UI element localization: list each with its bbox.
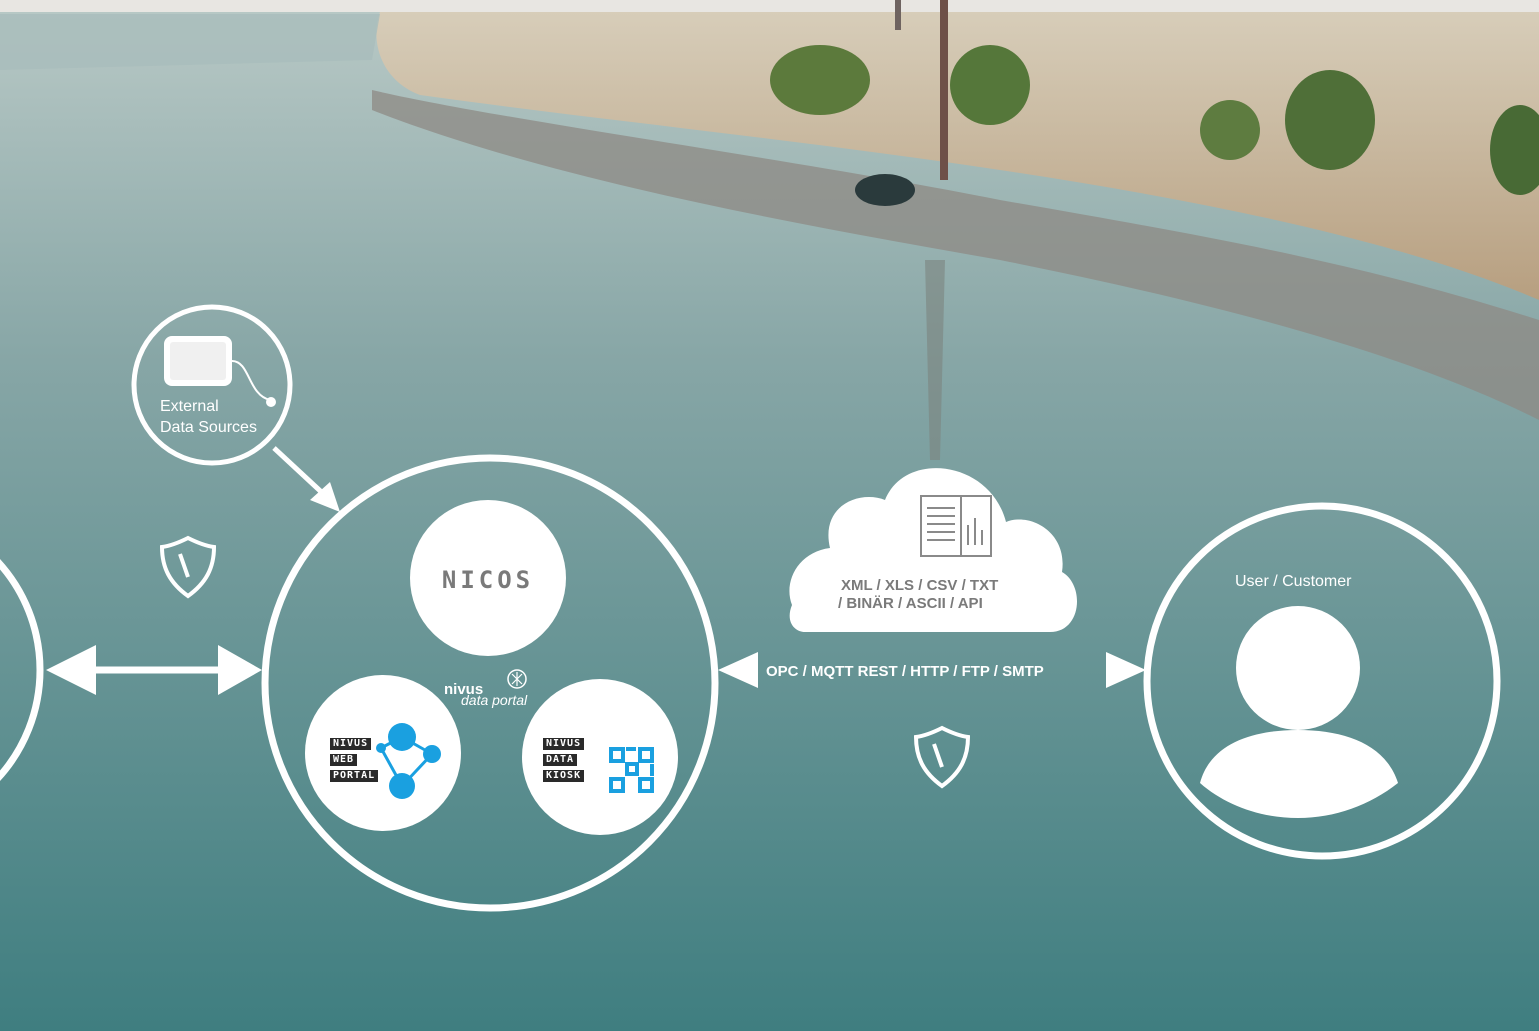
left-system-node[interactable] bbox=[0, 510, 44, 830]
nicos-logo: NICOS bbox=[441, 566, 535, 594]
nicos-node[interactable] bbox=[410, 500, 566, 656]
network-icon bbox=[376, 723, 441, 799]
data-kiosk-tag-1: NIVUS bbox=[543, 738, 585, 750]
cloud-formats-line-2: / BINÄR / ASCII / API bbox=[838, 595, 983, 612]
protocol-arrow-head-left bbox=[718, 652, 758, 688]
source-arrowhead bbox=[310, 482, 340, 512]
protocols-label: OPC / MQTT REST / HTTP / FTP / SMTP bbox=[766, 663, 1044, 680]
protocol-arrow-head-right bbox=[1106, 652, 1146, 688]
web-portal-tag-1: NIVUS bbox=[330, 738, 372, 750]
external-sources-label-1: External bbox=[160, 398, 219, 415]
shield-icon-left bbox=[159, 535, 217, 599]
user-customer-node[interactable] bbox=[1143, 502, 1501, 860]
external-data-sources-node[interactable] bbox=[131, 304, 293, 466]
cloud-node[interactable] bbox=[789, 468, 1078, 632]
left-double-arrow-head-left bbox=[46, 645, 96, 695]
web-portal-tag-3: PORTAL bbox=[330, 770, 379, 782]
user-customer-label: User / Customer bbox=[1235, 573, 1352, 590]
cable-icon bbox=[231, 360, 271, 401]
data-kiosk-tag-2: DATA bbox=[543, 754, 578, 766]
shield-icon-right bbox=[913, 725, 971, 789]
connectors bbox=[46, 446, 1146, 695]
cloud-formats-line-1: XML / XLS / CSV / TXT bbox=[841, 577, 999, 594]
user-head-icon bbox=[1236, 606, 1360, 730]
user-body-icon bbox=[1200, 730, 1398, 818]
web-portal-tag-2: WEB bbox=[330, 754, 358, 766]
data-portal-icon bbox=[507, 669, 527, 689]
qr-code-icon bbox=[609, 747, 654, 793]
data-kiosk-node[interactable] bbox=[522, 679, 678, 835]
left-double-arrow-head-right bbox=[218, 645, 262, 695]
nivus-brand-label: nivus bbox=[444, 681, 484, 698]
core-node[interactable] bbox=[261, 454, 719, 912]
plug-icon bbox=[266, 397, 276, 407]
data-portal-label: data portal bbox=[461, 692, 528, 708]
report-document-icon bbox=[920, 495, 992, 557]
data-kiosk-tag-3: KIOSK bbox=[543, 770, 585, 782]
external-sources-label-2: Data Sources bbox=[160, 419, 257, 436]
